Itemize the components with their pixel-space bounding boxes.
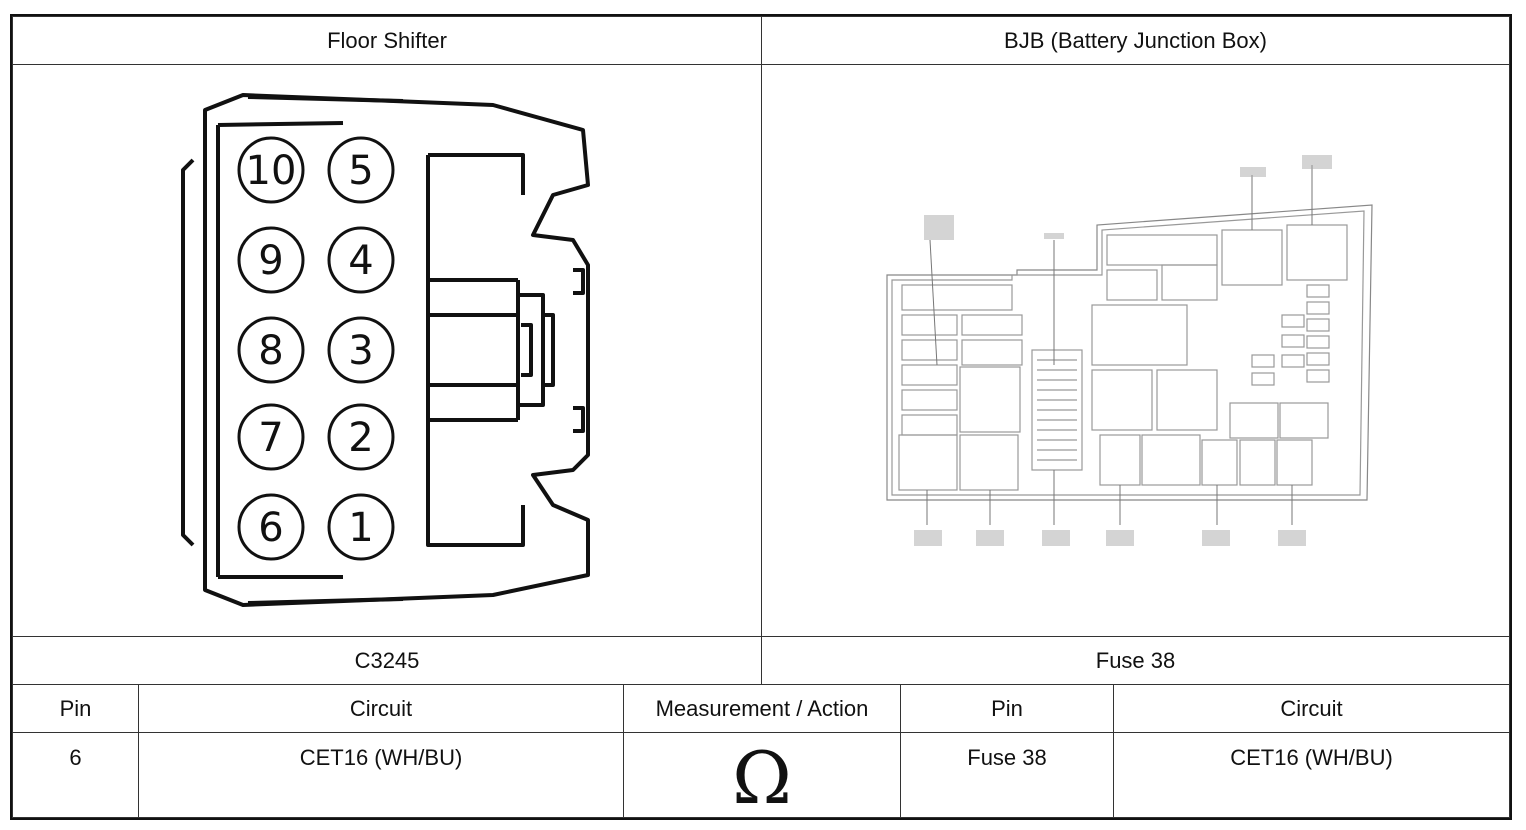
table-header-pin-b: Pin bbox=[900, 684, 1114, 733]
pin-label-8: 8 bbox=[258, 328, 283, 374]
floor-shifter-title: Floor Shifter bbox=[12, 16, 762, 65]
junction-box-diagram-panel bbox=[761, 64, 1510, 637]
table-cell-pin-a: 6 bbox=[12, 732, 139, 818]
pin-label-3: 3 bbox=[348, 328, 373, 374]
table-cell-circuit-a: CET16 (WH/BU) bbox=[138, 732, 624, 818]
battery-junction-box-drawing bbox=[886, 155, 1373, 546]
pin-9-circle bbox=[237, 226, 305, 294]
ohm-symbol-icon: Ω bbox=[732, 736, 792, 820]
table-header-circuit-b: Circuit bbox=[1113, 684, 1510, 733]
connector-name: C3245 bbox=[12, 636, 762, 685]
pin-label-10: 10 bbox=[246, 148, 297, 194]
table-header-pin-a: Pin bbox=[12, 684, 139, 733]
pin-label-5: 5 bbox=[348, 148, 373, 194]
diagram-frame bbox=[10, 14, 1512, 820]
pin-6-circle bbox=[237, 493, 305, 561]
pin-4-circle bbox=[327, 226, 395, 294]
connector-diagram-panel: 10 9 8 7 6 5 4 3 2 1 bbox=[12, 64, 762, 637]
pin-label-9: 9 bbox=[258, 238, 283, 284]
pin-label-2: 2 bbox=[348, 415, 373, 461]
pin-label-1: 1 bbox=[348, 505, 373, 551]
connector-c3245-drawing: 10 9 8 7 6 5 4 3 2 1 bbox=[181, 93, 590, 607]
table-cell-circuit-b: CET16 (WH/BU) bbox=[1113, 732, 1510, 818]
pin-label-4: 4 bbox=[348, 238, 373, 284]
pin-3-circle bbox=[327, 316, 395, 384]
table-header-measurement: Measurement / Action bbox=[623, 684, 901, 733]
pin-5-circle bbox=[327, 136, 395, 204]
table-cell-pin-b: Fuse 38 bbox=[900, 732, 1114, 818]
pin-1-circle bbox=[327, 493, 395, 561]
table-header-circuit-a: Circuit bbox=[138, 684, 624, 733]
pin-10-circle bbox=[237, 136, 305, 204]
pin-2-circle bbox=[327, 403, 395, 471]
pin-label-7: 7 bbox=[258, 415, 283, 461]
pin-label-6: 6 bbox=[258, 505, 283, 551]
bjb-title: BJB (Battery Junction Box) bbox=[761, 16, 1510, 65]
pin-8-circle bbox=[237, 316, 305, 384]
pin-7-circle bbox=[237, 403, 305, 471]
fuse-name: Fuse 38 bbox=[761, 636, 1510, 685]
table-cell-measurement: Ω bbox=[623, 732, 901, 818]
